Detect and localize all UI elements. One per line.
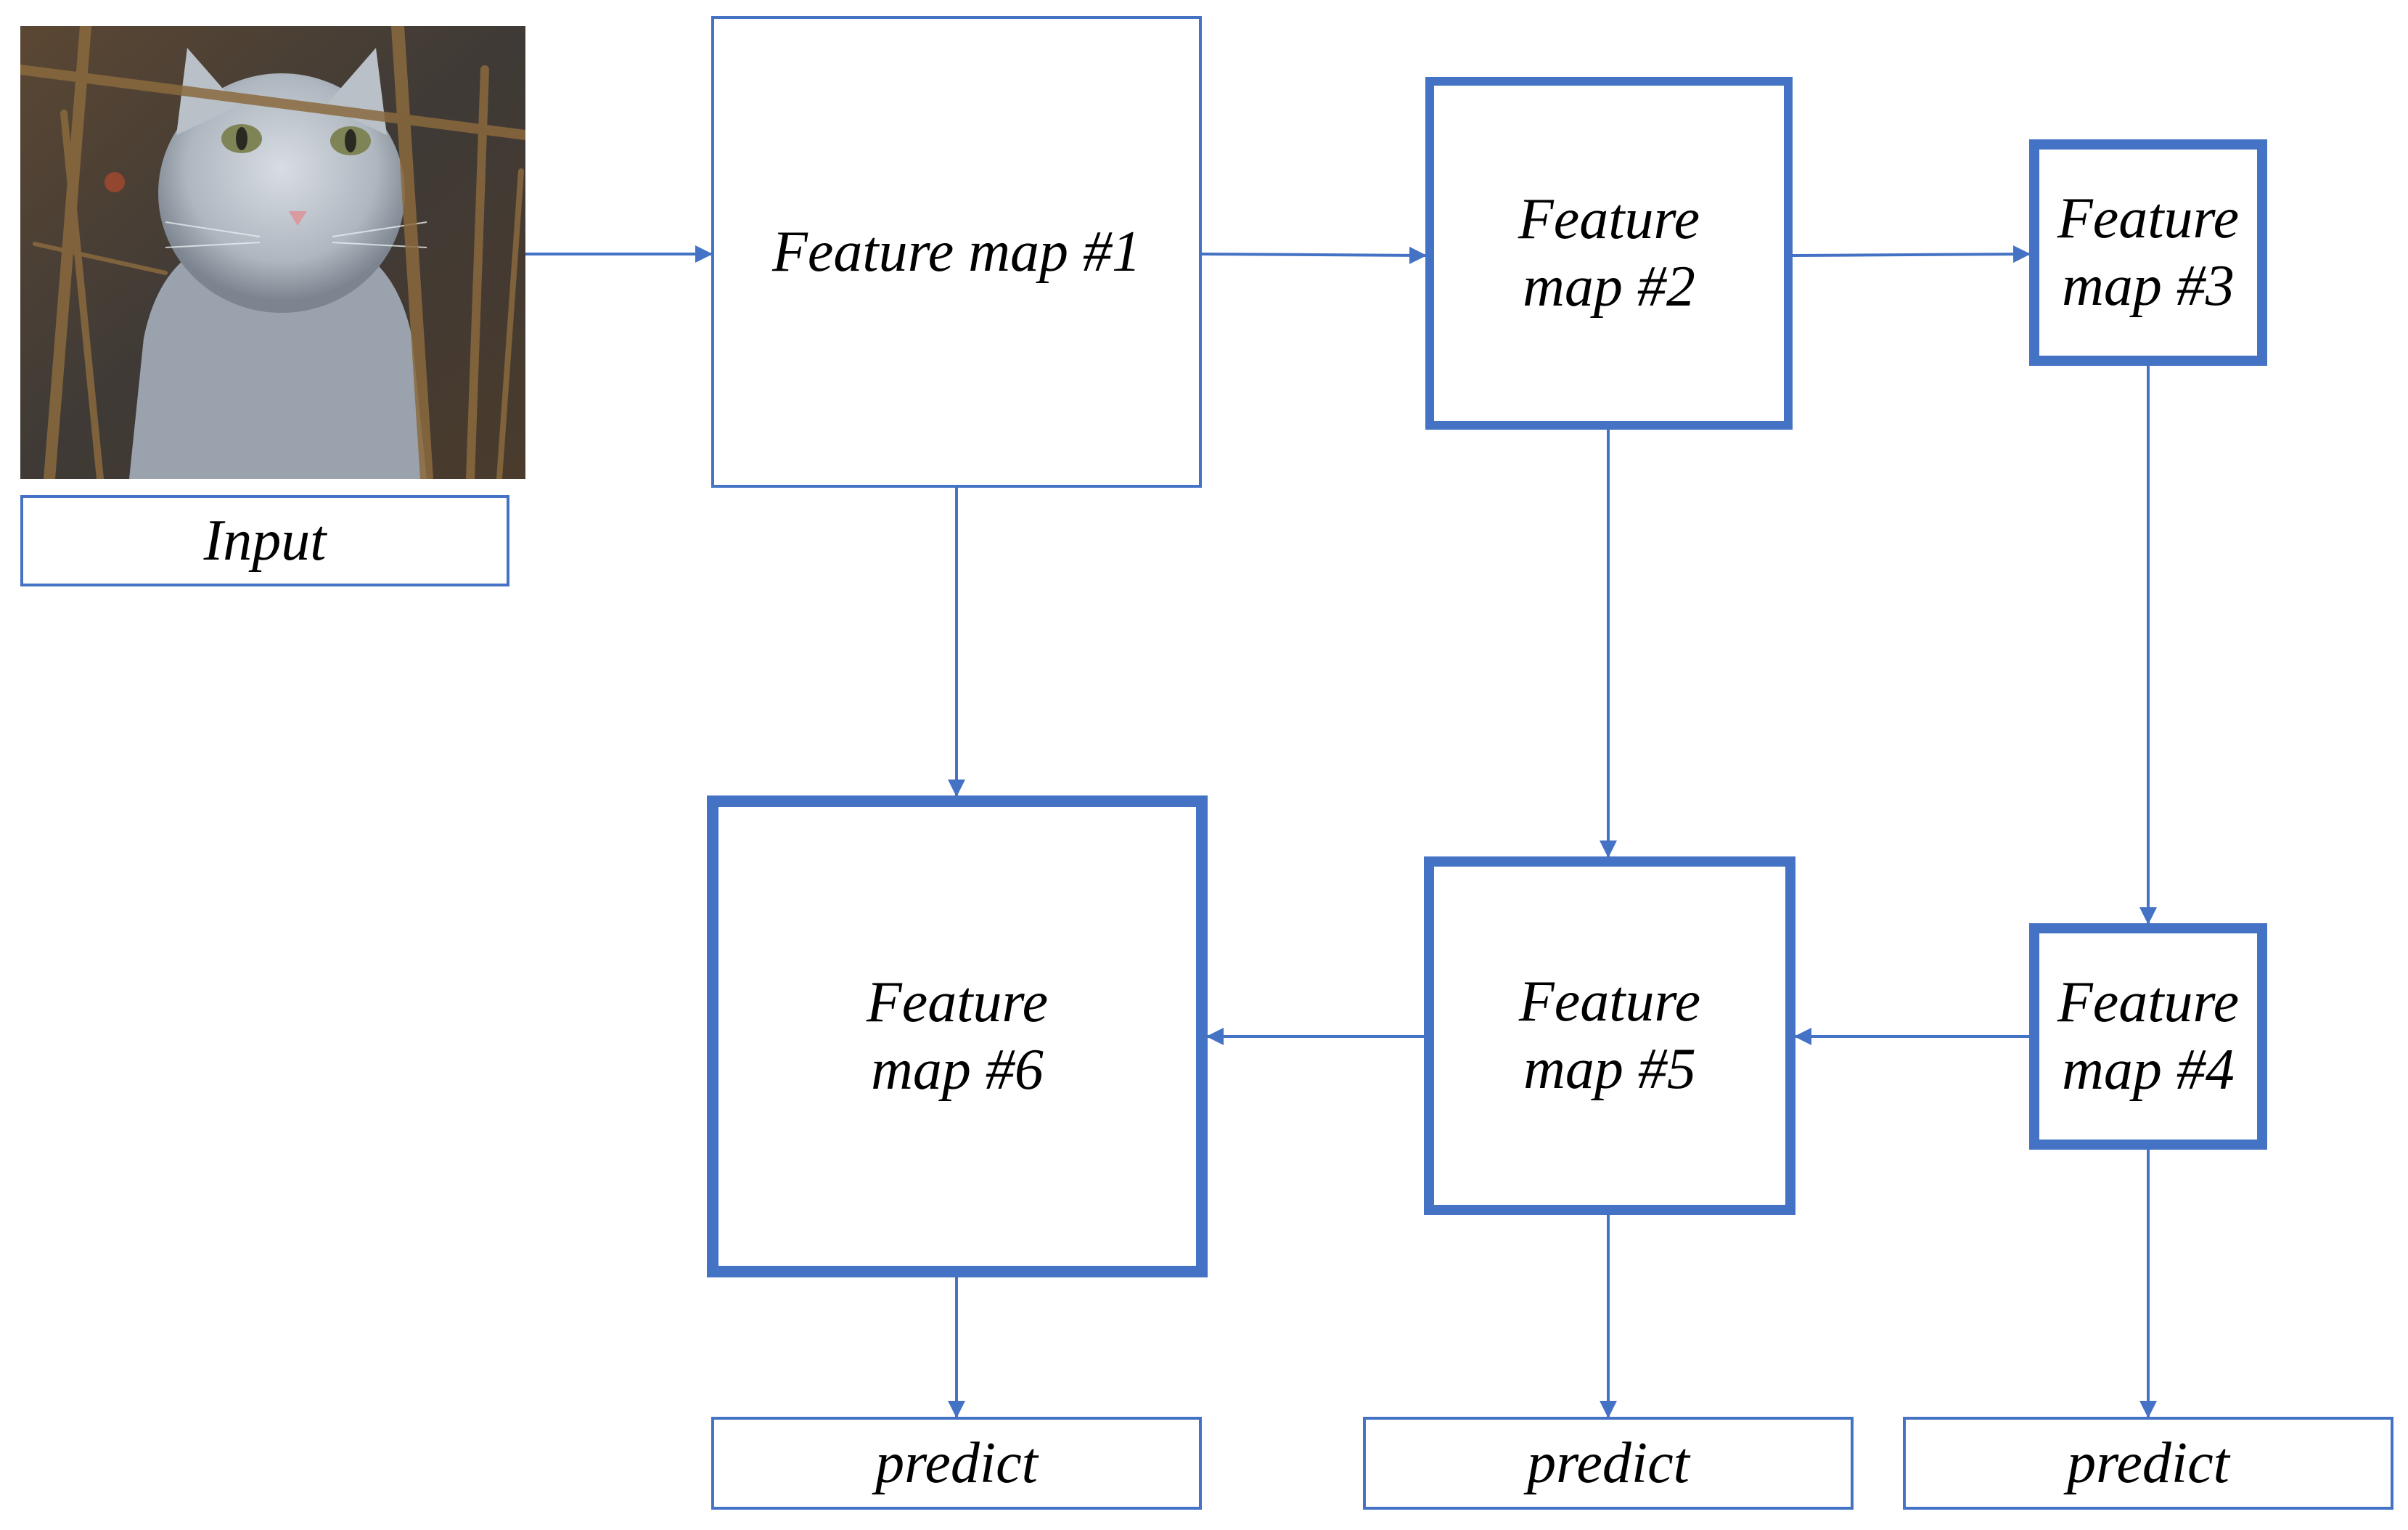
feature-map-5-label-line1: Feature [1518, 970, 1701, 1034]
input-cat-image [20, 26, 525, 479]
predict-label-3: predict [2067, 1431, 2229, 1495]
feature-map-1-label: Feature map #1 [771, 219, 1142, 284]
predict-box-1: predict [711, 1417, 1202, 1510]
feature-map-4: Feature map #4 [2029, 923, 2267, 1150]
feature-map-5: Feature map #5 [1424, 856, 1795, 1215]
feature-map-3-label-line1: Feature [2057, 187, 2240, 251]
feature-map-3: Feature map #3 [2029, 139, 2267, 366]
predict-label-2: predict [1527, 1431, 1690, 1495]
feature-map-5-label-line2: map #5 [1523, 1037, 1696, 1101]
feature-map-1: Feature map #1 [711, 16, 1202, 488]
feature-map-2-label-line1: Feature [1518, 187, 1700, 252]
arrow-fm2-to-fm3 [1792, 245, 2031, 263]
feature-map-6-label-line1: Feature [866, 970, 1049, 1035]
feature-map-2: Feature map #2 [1425, 77, 1793, 430]
feature-map-6: Feature map #6 [707, 795, 1208, 1277]
feature-map-3-label-line2: map #3 [2062, 254, 2235, 318]
input-label-box: Input [20, 495, 509, 586]
predict-box-3: predict [1903, 1417, 2393, 1510]
feature-map-4-label-line2: map #4 [2062, 1038, 2235, 1102]
predict-label-1: predict [875, 1431, 1038, 1495]
feature-map-6-label-line2: map #6 [871, 1038, 1044, 1102]
predict-box-2: predict [1363, 1417, 1854, 1510]
feature-map-2-label-line2: map #2 [1523, 255, 1695, 319]
arrow-fm1-to-fm2 [1201, 246, 1427, 264]
feature-map-4-label-line1: Feature [2057, 970, 2240, 1035]
input-label: Input [203, 508, 327, 573]
